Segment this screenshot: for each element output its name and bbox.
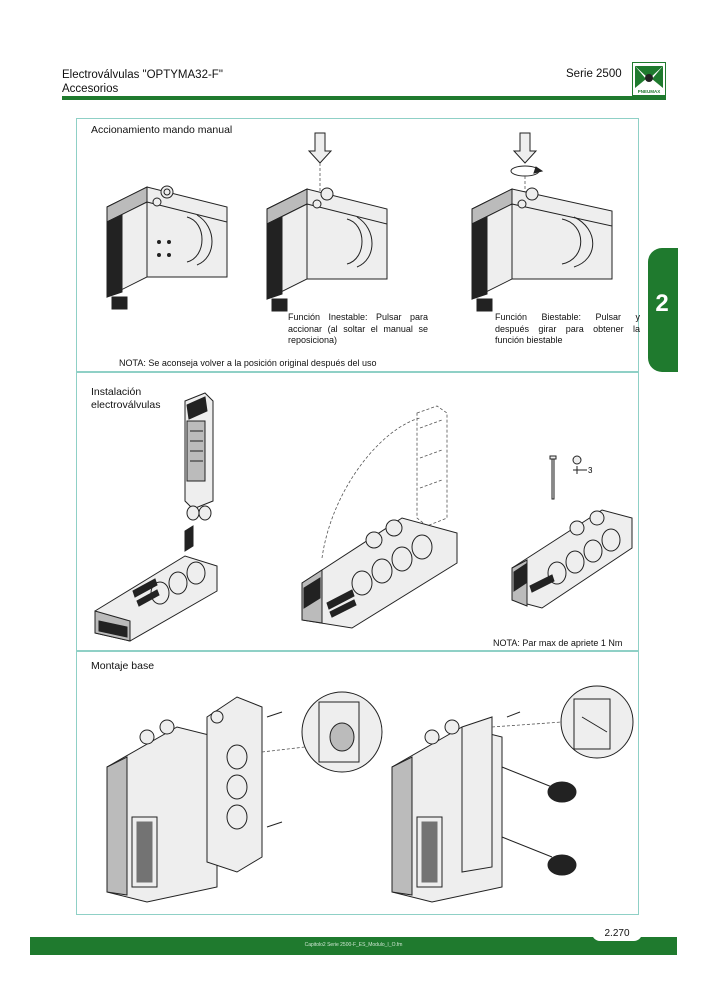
document-title: Electroválvulas "OPTYMA32-F" Accesorios [62, 68, 223, 96]
valve-illustration-bistable [471, 132, 613, 312]
screwdriver-upper [501, 766, 553, 788]
screwdriver-handle-icon [547, 854, 577, 876]
direction-arrow-icon [266, 711, 283, 718]
washer-icon [572, 455, 582, 465]
base-mounting-right-illustration [391, 685, 634, 903]
push-arrow-icon [307, 132, 333, 164]
caption-unstable: Función Inestable: Pulsar para accionar … [288, 312, 428, 345]
base-mounting-left-illustration [106, 691, 383, 903]
section-base-mounting: Montaje base [76, 651, 639, 915]
screwdriver-lower [501, 836, 553, 858]
title-line-2: Accesorios [62, 83, 119, 95]
caption-bistable: Función Biestable: Pulsar y después gira… [495, 312, 640, 345]
direction-arrow-icon [506, 711, 521, 718]
header-rule [62, 96, 666, 100]
chapter-tab [648, 248, 678, 372]
chapter-number: 2 [655, 290, 669, 317]
footer-filename: Capitolo2 Serie 2500-F_ES_Modulo_I_O.fm [304, 942, 403, 948]
section-title-manual: Accionamiento mando manual [91, 124, 233, 136]
dimension-label: 3 [588, 466, 593, 475]
push-arrow-icon [512, 132, 538, 164]
install-step-2-illustration [301, 405, 458, 629]
logo-text: PNEUMAX [638, 89, 661, 94]
section-valve-installation: Instalación electroválvulas [76, 372, 639, 651]
screwdriver-handle-icon [547, 781, 577, 803]
install-title-line-1: Instalación [91, 386, 142, 398]
pneumax-logo: PNEUMAX [632, 62, 666, 96]
install-step-3-illustration: 3 [511, 455, 633, 609]
section-title-base: Montaje base [91, 660, 155, 672]
note-install: NOTA: Par max de apriete 1 Nm [493, 638, 623, 648]
title-line-1: Electroválvulas "OPTYMA32-F" [62, 69, 223, 81]
valve-illustration-1 [106, 185, 228, 310]
section-manual-actuation: Accionamiento mando manual Función Inest… [76, 118, 640, 372]
install-title-line-2: electroválvulas [91, 399, 161, 411]
note-manual: NOTA: Se aconseja volver a la posición o… [119, 358, 377, 368]
install-step-1-illustration [94, 392, 218, 642]
page-number: 2.270 [592, 925, 642, 941]
section-title-install: Instalación electroválvulas [91, 386, 160, 412]
direction-arrow-icon [266, 821, 283, 828]
series-label: Serie 2500 [566, 68, 622, 80]
valve-illustration-unstable [266, 132, 388, 312]
footer-bar: Capitolo2 Serie 2500-F_ES_Modulo_I_O.fm [30, 937, 677, 955]
